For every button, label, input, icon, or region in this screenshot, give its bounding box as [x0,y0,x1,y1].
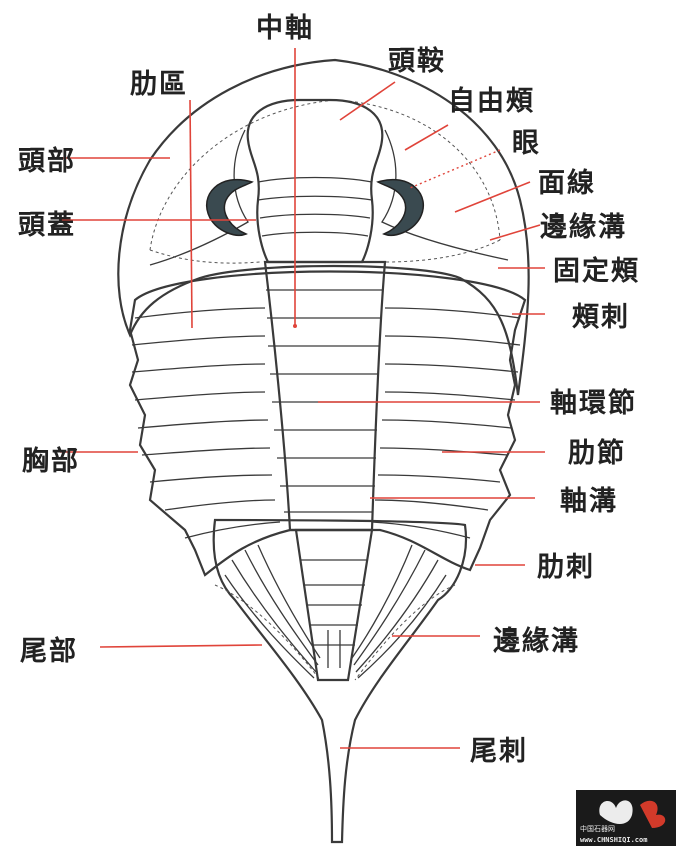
pygidium-shape [212,518,468,844]
label-fixed-cheek: 固定頰 [553,255,640,287]
label-central-axis: 中軸 [256,13,314,44]
label-tail-spine: 尾刺 [470,736,528,767]
label-pleural-spine: 肋刺 [537,552,595,583]
watermark-site-name: 中国石器网 [580,824,615,833]
label-free-cheek: 自由頰 [448,85,535,117]
label-pygidium: 尾部 [20,635,78,667]
label-border-furrow-head: 邊緣溝 [540,211,627,243]
label-facial-suture: 面線 [538,167,596,199]
label-border-furrow-tail: 邊緣溝 [493,625,580,657]
left-eye [205,178,254,236]
label-cranidium: 頭蓋 [18,210,76,241]
watermark-url: www.CHNSHIQI.com [580,836,647,844]
cephalon-shape [117,58,530,396]
label-thorax: 胸部 [22,445,80,477]
label-eye: 眼 [512,128,541,159]
right-eye [376,178,425,236]
label-axial-furrow: 軸溝 [560,486,618,517]
thorax-shape [128,260,527,577]
label-pleura: 肋節 [568,437,626,469]
label-axial-ring: 軸環節 [550,387,637,419]
leader-lines [60,48,545,749]
label-pleural-region: 肋區 [130,69,188,100]
label-glabella: 頭鞍 [388,45,446,77]
label-genal-spine: 頰刺 [572,302,630,333]
label-cephalon: 頭部 [18,145,76,177]
watermark-logo: 中国石器网 www.CHNSHIQI.com [576,790,676,846]
